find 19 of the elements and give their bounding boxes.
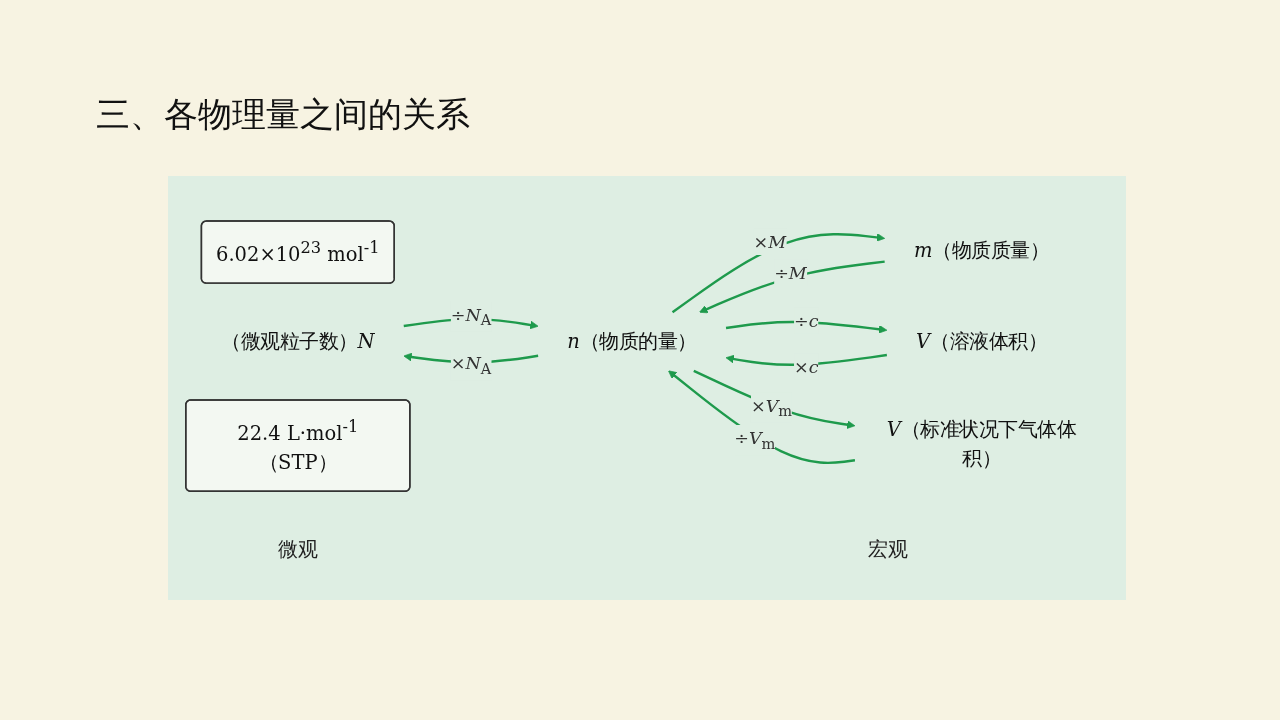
region-label: 微观 [278,536,318,563]
edge-label: ×N$_{A}$ [450,352,492,378]
region-label: 宏观 [868,536,908,563]
edge-label: ÷c [794,310,819,331]
node-text: V（标准状况下气体体积） [886,417,1077,471]
node-text: V（溶液体积） [916,329,1048,354]
arrow [668,370,856,465]
edge-label: ×c [794,356,819,377]
title: 三、各物理量之间的关系 [96,93,470,136]
edge-label: ÷M [774,262,807,284]
edge-label: ×M [753,231,787,253]
panel-background: ÷N$_{A}$ ×N$_{A}$ ×M ÷M ÷c ×c ×V$_{m}$ ÷V$_{m}$ 6.02×10$^{23}$ mol$^{-1}$ （微观粒子数）N n（物质的量） m（物质质量） V（溶液体积） V（标准状况下气体体积） 22.4 L·mol$^{-1}$（STP） 微观 宏观 [168,176,1126,600]
node-text: n（物质的量） [567,329,697,354]
node-text: （微观粒子数）N [221,329,375,354]
edge-label: ÷V$_{m}$ [734,427,776,453]
node-text: m（物质质量） [913,238,1050,262]
edge-label: ÷N$_{A}$ [450,303,492,329]
arrow [693,369,856,429]
edge-label: ×V$_{m}$ [750,395,793,421]
